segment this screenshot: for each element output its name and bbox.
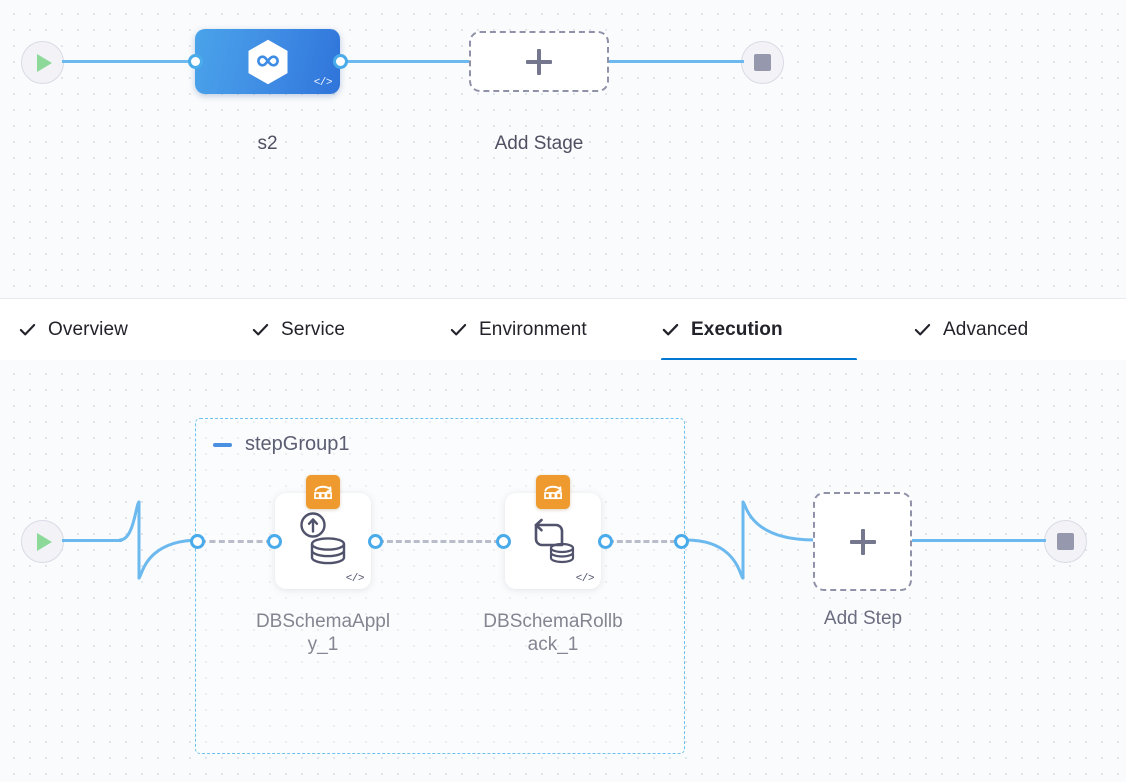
- link-sgroup-entry-curve: [118, 500, 202, 580]
- plus-icon: [526, 48, 552, 75]
- link-entry-to-step1: [200, 540, 272, 543]
- check-icon: [450, 323, 467, 336]
- tab-label: Environment: [479, 319, 587, 340]
- database-schema-badge-icon: [306, 475, 340, 509]
- check-icon: [19, 323, 36, 336]
- execution-end-node[interactable]: [1044, 520, 1087, 563]
- step1-label: DBSchemaAppl y_1: [255, 611, 391, 656]
- stage-output-port[interactable]: [333, 54, 348, 69]
- tab-advanced[interactable]: Advanced: [913, 299, 1063, 360]
- canvas-divider: [0, 298, 1126, 299]
- check-icon: [914, 323, 931, 336]
- pipeline-end-node[interactable]: [741, 41, 784, 84]
- tab-label: Advanced: [943, 319, 1029, 340]
- database-schema-badge-icon: [536, 475, 570, 509]
- stage-code-icon[interactable]: </>: [313, 77, 333, 89]
- stop-icon: [1057, 533, 1074, 550]
- db-apply-arrow-up-icon: [300, 512, 346, 565]
- link-step1-to-step2: [378, 540, 500, 543]
- step-group-title: stepGroup1: [245, 433, 350, 455]
- add-step-label: Add Step: [823, 608, 903, 629]
- step-node-dbschemaapply[interactable]: </>: [275, 475, 371, 589]
- check-icon: [252, 323, 269, 336]
- tab-label: Service: [281, 319, 346, 340]
- stop-icon: [754, 54, 771, 71]
- step-code-icon[interactable]: </>: [345, 573, 365, 585]
- step-code-icon[interactable]: </>: [575, 573, 595, 585]
- add-step-button[interactable]: [813, 492, 912, 591]
- link-start-to-stage: [62, 60, 204, 63]
- link-add-stage-to-end: [609, 60, 744, 63]
- add-stage-label: Add Stage: [494, 133, 584, 154]
- step-group-exit-port[interactable]: [674, 534, 689, 549]
- tab-environment[interactable]: Environment: [449, 299, 624, 360]
- play-icon: [37, 532, 52, 551]
- stage-config-tabbar: Overview Service Environment Execution: [0, 299, 1126, 361]
- tab-overview[interactable]: Overview: [18, 299, 163, 360]
- add-stage-button[interactable]: [469, 31, 609, 92]
- link-start-segment: [62, 539, 122, 542]
- harness-cd-hexagon-icon: [248, 39, 287, 84]
- stage-canvas[interactable]: </> s2 Add Stage: [0, 0, 1126, 299]
- stage-input-port[interactable]: [188, 54, 203, 69]
- link-add-step-to-end: [912, 539, 1046, 542]
- link-sgroup-exit-curve: [684, 500, 816, 580]
- tab-label: Overview: [48, 319, 128, 340]
- minus-icon[interactable]: [213, 442, 232, 447]
- tab-underline: [661, 358, 857, 361]
- step2-label: DBSchemaRollb ack_1: [483, 611, 623, 656]
- plus-icon: [849, 528, 876, 555]
- play-icon: [37, 53, 52, 72]
- step-node-dbschemarollback[interactable]: </>: [505, 475, 601, 589]
- execution-canvas[interactable]: stepGroup1: [0, 360, 1126, 782]
- tab-label: Execution: [691, 319, 783, 340]
- step1-output-port[interactable]: [368, 534, 383, 549]
- step-group-container[interactable]: [195, 418, 685, 754]
- step2-input-port[interactable]: [496, 534, 511, 549]
- stage-node-s2[interactable]: </>: [195, 29, 340, 94]
- step2-output-port[interactable]: [598, 534, 613, 549]
- link-stage-to-add-stage: [340, 60, 470, 63]
- link-step2-to-exit: [608, 540, 676, 543]
- db-rollback-arrow-icon: [534, 518, 575, 564]
- pipeline-start-node[interactable]: [21, 41, 64, 84]
- execution-start-node[interactable]: [21, 520, 64, 563]
- tab-execution[interactable]: Execution: [661, 299, 857, 361]
- step-group-header[interactable]: stepGroup1: [213, 433, 350, 456]
- stage-label: s2: [257, 133, 278, 154]
- check-icon: [662, 323, 679, 336]
- step-group-entry-port[interactable]: [190, 534, 205, 549]
- step1-input-port[interactable]: [267, 534, 282, 549]
- tab-service[interactable]: Service: [251, 299, 376, 360]
